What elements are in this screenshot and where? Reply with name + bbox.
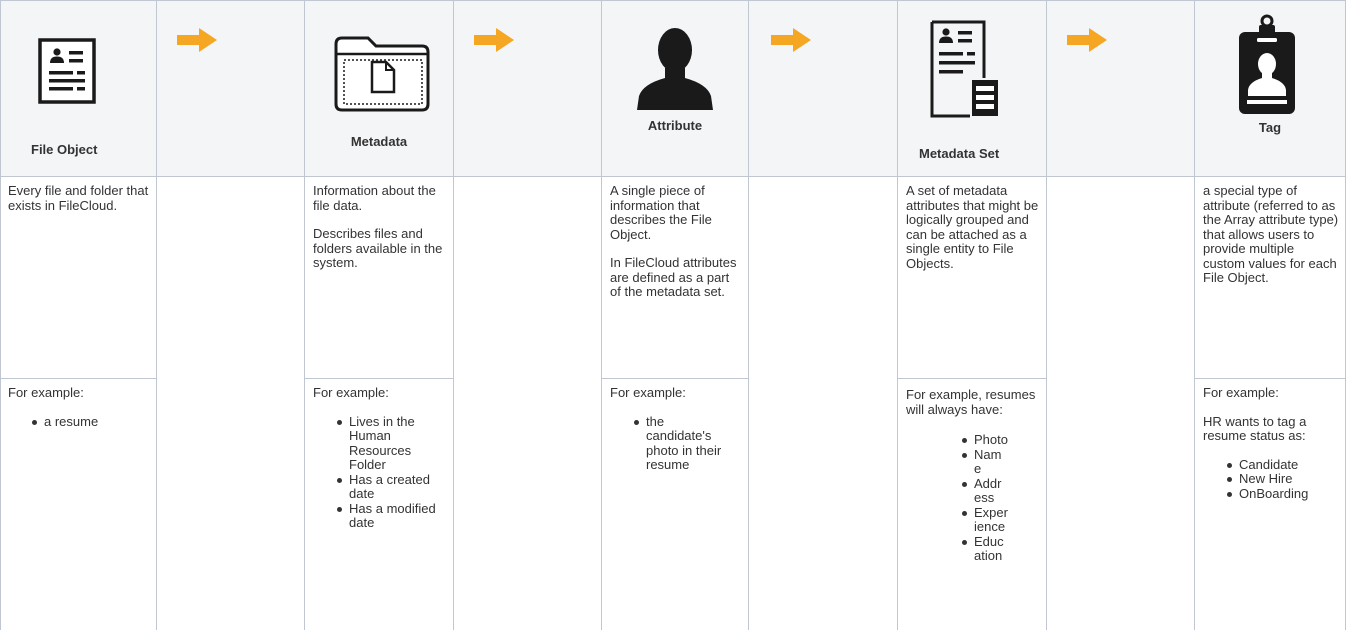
arrow-column-body (157, 177, 305, 630)
header-metadata: Metadata (305, 0, 454, 177)
list-item: the candidate's photo in their resume (634, 414, 724, 473)
header-label: File Object (31, 142, 98, 157)
description-cell: A set of metadata attributes that might … (898, 177, 1047, 379)
list-item: a resume (32, 414, 150, 430)
example-cell: For example: a resume (0, 379, 157, 630)
right-arrow-icon (1067, 28, 1107, 52)
list-item: Photo (962, 432, 1008, 447)
example-list: Lives in the Human Resources Folder Has … (313, 414, 447, 531)
example-text: For example: Lives in the Human Resource… (313, 385, 447, 531)
example-list: Photo Name Address Experience Education (906, 432, 1008, 564)
list-item: Has a modified date (337, 501, 447, 531)
description-paragraph: Information about the file data. (313, 183, 436, 213)
description-paragraph: Every file and folder that exists in Fil… (8, 183, 149, 213)
list-item: Candidate (1227, 457, 1339, 473)
header-attribute: Attribute (602, 0, 749, 177)
description-cell: a special type of attribute (referred to… (1195, 177, 1346, 379)
id-badge-icon (1239, 14, 1295, 114)
list-item: Lives in the Human Resources Folder (337, 414, 447, 473)
example-intro-detail: HR wants to tag a resume status as: (1203, 413, 1307, 443)
list-item: Education (962, 534, 1008, 564)
list-item: Experience (962, 504, 1008, 534)
description-cell: A single piece of information that descr… (602, 177, 749, 379)
example-cell: For example, resumes will always have: P… (898, 379, 1047, 630)
description-paragraph: A single piece of information that descr… (610, 183, 712, 242)
arrow-cell (454, 0, 602, 177)
arrow-cell (749, 0, 898, 177)
description-text: a special type of attribute (referred to… (1203, 183, 1339, 300)
description-text: Every file and folder that exists in Fil… (8, 183, 150, 227)
table-left-border (0, 0, 1, 630)
example-list: the candidate's photo in their resume (610, 414, 742, 473)
right-arrow-icon (474, 28, 514, 52)
example-text: For example: the candidate's photo in th… (610, 385, 742, 473)
arrow-column-body (454, 177, 602, 630)
arrow-cell (1047, 0, 1195, 177)
header-file-object: File Object (0, 0, 157, 177)
description-text: A single piece of information that descr… (610, 183, 742, 314)
description-paragraph: Describes files and folders available in… (313, 226, 443, 270)
example-intro: For example: (313, 385, 389, 400)
example-intro: For example, resumes will always have: (906, 387, 1036, 417)
example-cell: For example: the candidate's photo in th… (602, 379, 749, 630)
description-cell: Every file and folder that exists in Fil… (0, 177, 157, 379)
list-item: Name (962, 447, 1008, 477)
arrow-column-body (1047, 177, 1195, 630)
right-arrow-icon (771, 28, 811, 52)
example-text: For example: HR wants to tag a resume st… (1203, 385, 1339, 502)
header-label: Metadata Set (919, 146, 1000, 161)
header-label: Attribute (647, 118, 703, 133)
folder-document-icon (334, 36, 430, 112)
list-item: Address (962, 476, 1008, 506)
right-arrow-icon (177, 28, 217, 52)
list-item: Has a created date (337, 472, 447, 502)
example-intro: For example: (8, 385, 84, 400)
table-top-border (0, 0, 1346, 1)
description-text: A set of metadata attributes that might … (906, 183, 1040, 285)
description-paragraph: In FileCloud attributes are defined as a… (610, 255, 737, 299)
header-label: Metadata (350, 134, 408, 149)
list-item: New Hire (1227, 471, 1339, 487)
header-tag: Tag (1195, 0, 1346, 177)
list-item: OnBoarding (1227, 486, 1339, 502)
header-metadata-set: Metadata Set (898, 0, 1047, 177)
document-list-icon (930, 20, 998, 118)
example-text: For example, resumes will always have: P… (906, 387, 1040, 564)
example-list: a resume (8, 414, 150, 430)
example-cell: For example: Lives in the Human Resource… (305, 379, 454, 630)
arrow-column-body (749, 177, 898, 630)
resume-document-icon (38, 38, 96, 104)
description-cell: Information about the file data. Describ… (305, 177, 454, 379)
example-text: For example: a resume (8, 385, 150, 430)
example-intro: For example: (610, 385, 686, 400)
arrow-cell (157, 0, 305, 177)
description-paragraph: a special type of attribute (referred to… (1203, 183, 1339, 285)
example-cell: For example: HR wants to tag a resume st… (1195, 379, 1346, 630)
example-intro: For example: (1203, 385, 1279, 400)
header-label: Tag (1258, 120, 1282, 135)
person-silhouette-icon (637, 28, 713, 110)
example-list: Candidate New Hire OnBoarding (1203, 457, 1339, 502)
description-text: Information about the file data. Describ… (313, 183, 447, 285)
description-paragraph: A set of metadata attributes that might … (906, 183, 1039, 271)
